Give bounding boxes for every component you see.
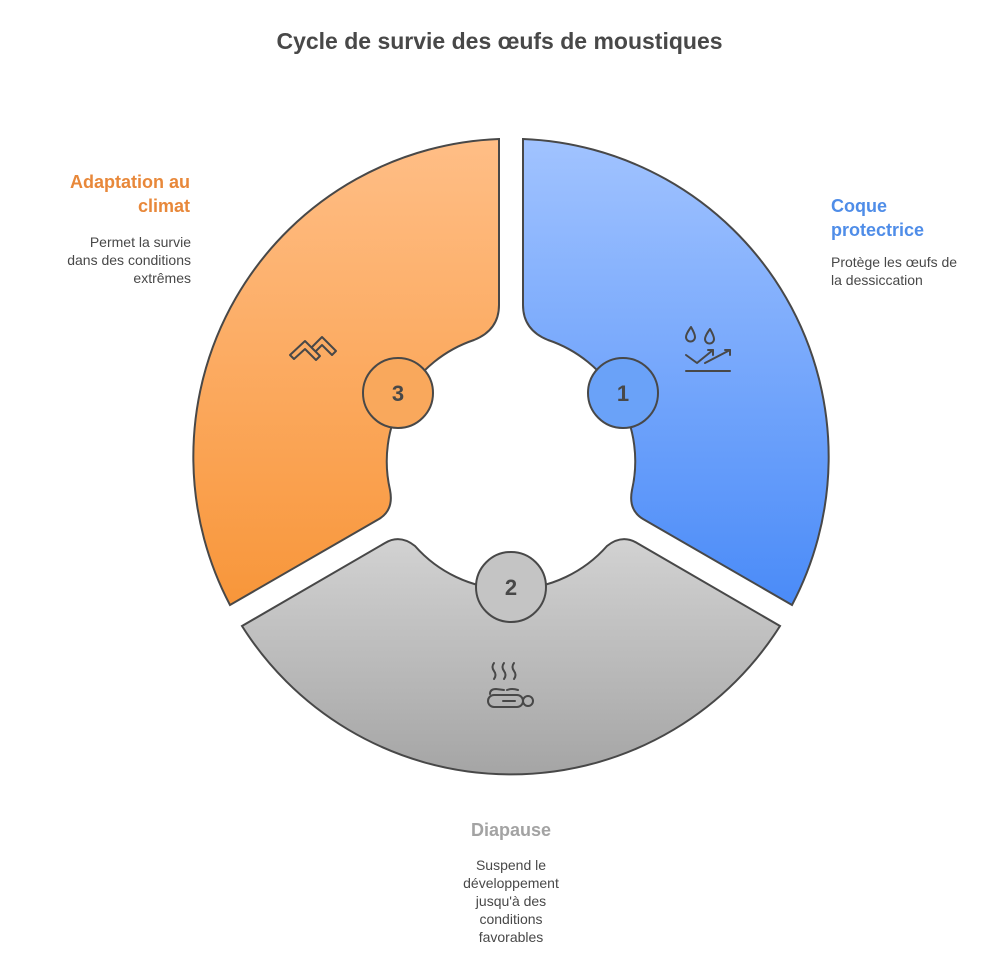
step-badge-2: 2 [475, 551, 547, 623]
step-3-desc-line1: Permet la survie [89, 234, 191, 250]
step-2-desc-line5: favorables [478, 929, 544, 945]
step-1-title-line1: Coque [831, 196, 887, 216]
step-1-title: Coque protectrice [831, 194, 991, 242]
step-2-title: Diapause [470, 820, 552, 840]
svg-text:2: 2 [505, 575, 517, 600]
step-2-desc-line4: conditions [479, 911, 543, 927]
step-2-desc-line1: Suspend le [475, 857, 547, 873]
step-2-desc-line2: développement [463, 875, 559, 891]
step-1-desc-line1: Protège les œufs de [831, 254, 958, 270]
step-3-description: Permet la survie dans des conditions ext… [30, 233, 191, 287]
segment-coque-protectrice[interactable] [522, 137, 830, 607]
svg-text:1: 1 [617, 381, 629, 406]
step-1-desc-line2: la dessiccation [831, 272, 923, 288]
svg-text:3: 3 [392, 381, 404, 406]
step-1-title-line2: protectrice [831, 220, 925, 240]
step-2-desc-line3: jusqu'à des [475, 893, 547, 909]
step-3-title-line1: Adaptation au [70, 172, 190, 192]
step-2-description: Suspend le développement jusqu'à des con… [411, 856, 611, 946]
water-drops-arrows-icon [685, 326, 731, 372]
step-1-description: Protège les œufs de la dessiccation [831, 253, 991, 289]
diagram-title: Cycle de survie des œufs de moustiques [276, 28, 723, 54]
segment-diapause[interactable] [240, 538, 782, 776]
resting-person-icon [487, 662, 534, 708]
step-badge-1: 1 [587, 357, 659, 429]
step-badge-3: 3 [362, 357, 434, 429]
mountains-icon [289, 336, 337, 361]
step-3-title: Adaptation au climat [40, 170, 190, 218]
step-3-title-line2: climat [137, 196, 190, 216]
step-3-desc-line2: dans des conditions [67, 252, 191, 268]
step-3-desc-line3: extrêmes [133, 270, 191, 286]
segment-adaptation-climat[interactable] [192, 137, 500, 607]
